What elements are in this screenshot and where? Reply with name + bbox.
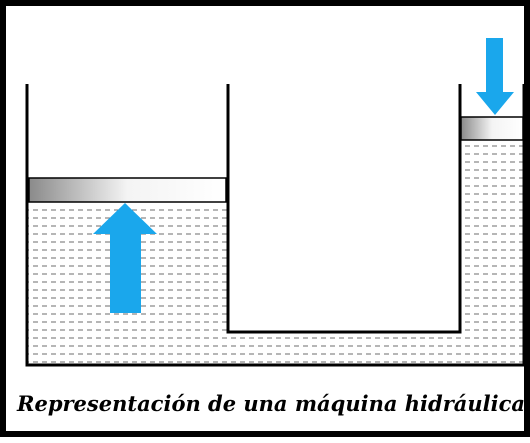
large-piston <box>28 177 227 203</box>
arrow-down-icon <box>476 38 514 115</box>
hydraulic-machine-diagram <box>25 38 526 367</box>
arrow-up-icon <box>93 203 157 313</box>
container-walls <box>25 84 526 367</box>
small-piston <box>460 116 524 141</box>
hydraulic-fluid <box>28 140 523 364</box>
diagram-caption: Representación de una máquina hidráulica <box>17 391 525 416</box>
inner-channel-wall <box>226 84 462 334</box>
